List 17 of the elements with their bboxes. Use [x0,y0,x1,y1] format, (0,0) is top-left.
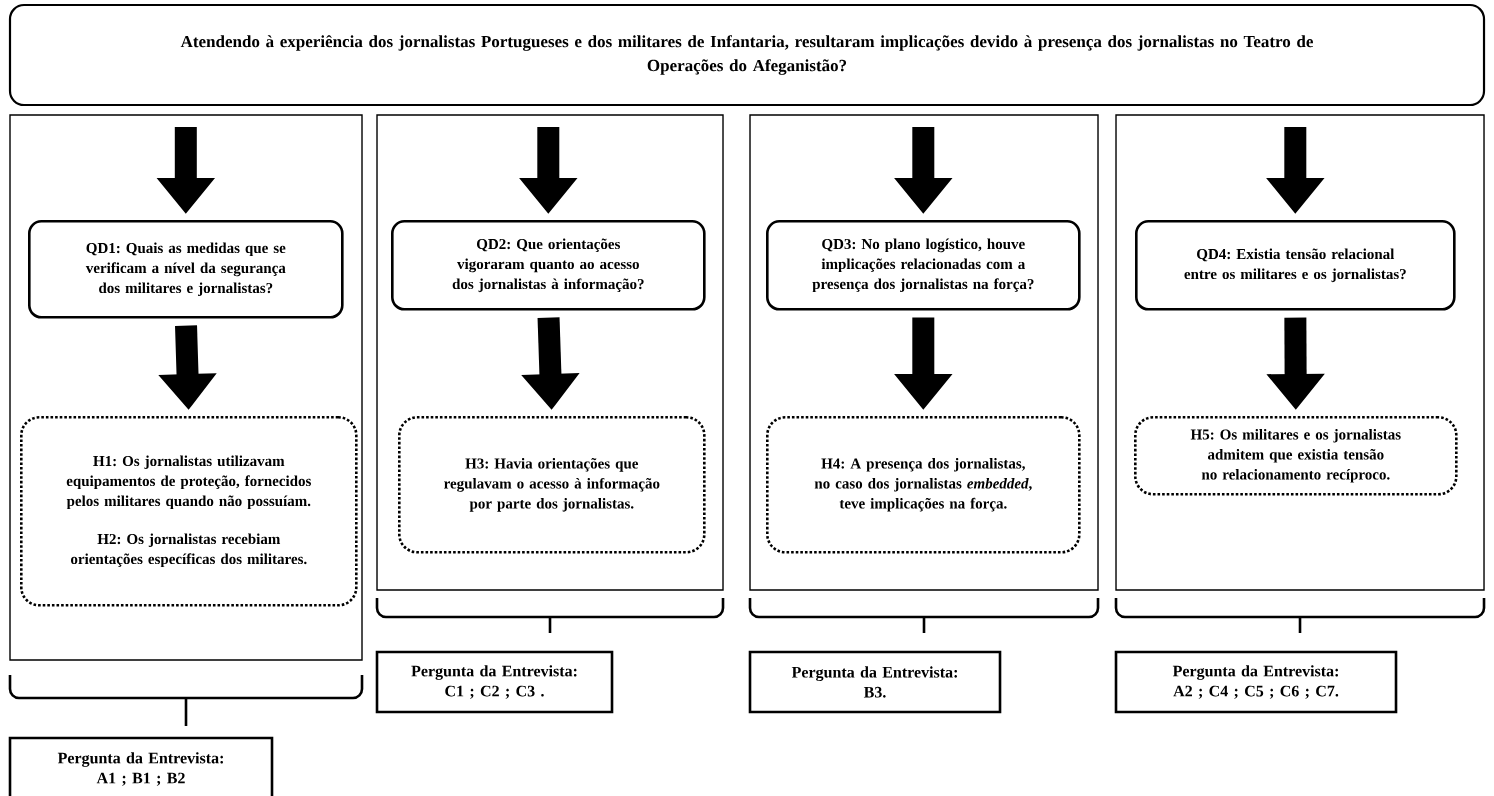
column-box [1115,114,1485,591]
column-box [9,114,363,661]
column-box [376,114,724,591]
question-box: QD4: Existia tensão relacional entre os militares e os jornalistas? [1135,220,1456,311]
hypothesis-box: H5: Os militares e os jornalistas admitem que existia tensão no relacionamento recíproco. [1134,416,1458,496]
column-box [749,114,1099,591]
question-box: QD2: Que orientações vigoraram quanto ao acesso dos jornalistas à informação? [391,220,706,311]
hypothesis-box: H3: Havia orientações que regulavam o acesso à informação por parte dos jornalistas. [398,416,706,554]
interview-question-box: Pergunta da Entrevista: C1 ; C2 ; C3 . [375,650,614,714]
interview-question-box: Pergunta da Entrevista: B3. [748,650,1002,714]
hypothesis-box: H4: A presença dos jornalistas, no caso dos jornalistas embedded, teve implicações na força. [766,416,1081,554]
interview-question-box: Pergunta da Entrevista: A1 ; B1 ; B2 [8,736,274,796]
interview-question-box: Pergunta da Entrevista: A2 ; C4 ; C5 ; C6 ; C7. [1114,650,1398,714]
question-box: QD1: Quais as medidas que se verificam a nível da segurança dos militares e jornalistas? [28,220,344,319]
question-box: QD3: No plano logístico, houve implicações relacionadas com a presença dos jornalistas na força? [766,220,1081,311]
hypothesis-box: H1: Os jornalistas utilizavam equipamentos de proteção, fornecidos pelos militares quando não possuíam. H2: Os jornalistas recebiam orientações específicas dos militares. [20,416,358,607]
question-box: Atendendo à experiência dos jornalistas Portugueses e dos militares de Infantaria, resultaram implicações devido à presença dos jornalistas no Teatro de Operações do Afeganistão? [8,3,1486,107]
